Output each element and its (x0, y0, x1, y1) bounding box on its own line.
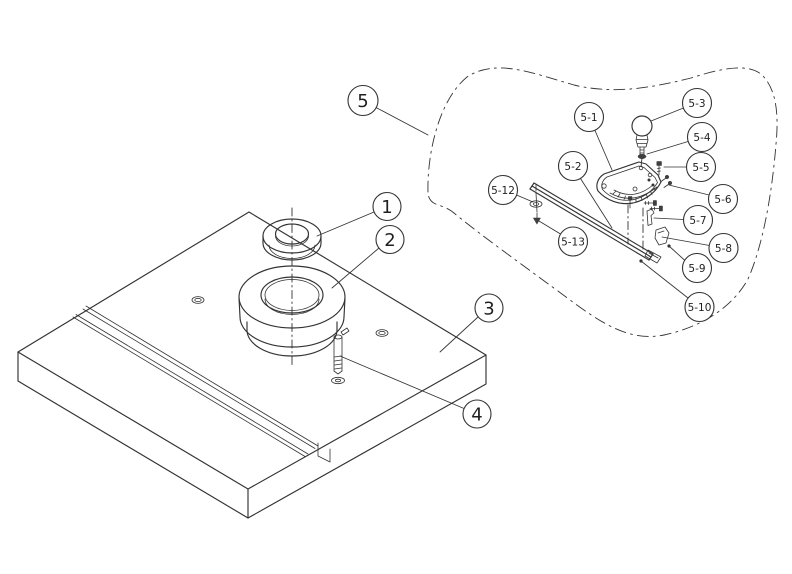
callout-5-5-label: 5-5 (692, 162, 709, 174)
callout-5-3-label: 5-3 (688, 98, 705, 110)
callout-4: 4 (339, 355, 492, 429)
exploded-diagram: 1 2 3 4 5 (17, 67, 778, 519)
lock-knob (631, 115, 653, 157)
callout-5-9-label: 5-9 (688, 263, 705, 275)
callout-2-label: 2 (384, 230, 395, 251)
callout-4-label: 4 (471, 405, 482, 426)
callout-3-label: 3 (483, 299, 494, 320)
miter-slot-groove (72, 305, 331, 463)
table-hole (191, 296, 205, 304)
callout-5-6: 5-6 (668, 183, 739, 215)
knob-axis (640, 157, 643, 168)
callout-5-10-label: 5-10 (688, 302, 712, 314)
bar-washer (529, 200, 543, 208)
callout-5-1: 5-1 (573, 101, 613, 171)
callout-5-4: 5-4 (646, 121, 718, 155)
callouts: 1 2 3 4 5 (316, 84, 739, 429)
pin-washer (331, 376, 345, 385)
bar-end-plate (644, 249, 662, 264)
callout-5-13-label: 5-13 (561, 236, 585, 248)
callout-5-13: 5-13 (538, 220, 589, 257)
callout-5-8-label: 5-8 (715, 243, 732, 255)
callout-5-3: 5-3 (650, 87, 713, 122)
callout-5-4-label: 5-4 (693, 132, 710, 144)
callout-5-12-label: 5-12 (491, 185, 515, 197)
bar-screw (533, 212, 541, 225)
callout-1-label: 1 (381, 197, 392, 218)
callout-5: 5 (347, 84, 429, 136)
table-right-side-face (247, 354, 487, 519)
miter-gauge-assembly (529, 115, 673, 264)
callout-5-7-label: 5-7 (689, 215, 706, 227)
knob-washer (637, 154, 647, 159)
callout-5-9: 5-9 (668, 245, 713, 284)
protractor-arc-outer (609, 186, 658, 199)
callout-5-10: 5-10 (640, 260, 715, 323)
gauge-head (596, 161, 662, 205)
pin-flag (340, 327, 350, 336)
callout-5-2-label: 5-2 (564, 161, 581, 173)
callout-5-12: 5-12 (487, 174, 534, 206)
callout-2: 2 (331, 224, 405, 289)
callout-1: 1 (316, 191, 402, 237)
groove-end-step (317, 442, 331, 463)
callout-3: 3 (439, 293, 504, 353)
table-left-side-face (17, 351, 249, 519)
callout-5-2: 5-2 (557, 150, 613, 229)
pointer (646, 208, 655, 226)
callout-5-label: 5 (357, 91, 368, 112)
callout-5-8: 5-8 (661, 232, 739, 264)
callout-5-7: 5-7 (653, 204, 714, 236)
lock-pin (331, 327, 350, 385)
detail-boundary (427, 67, 778, 337)
set-screw (656, 161, 662, 176)
pivot-hole (632, 186, 638, 192)
miter-bar (529, 182, 654, 261)
callout-5-1-label: 5-1 (580, 112, 597, 124)
head-screws (660, 174, 673, 188)
protractor-arc-inner (613, 184, 654, 195)
table-hole (375, 329, 389, 337)
callout-5-6-label: 5-6 (714, 194, 731, 206)
stop-bracket (654, 226, 670, 246)
callout-5-5: 5-5 (663, 151, 717, 183)
table-top-face (17, 211, 487, 490)
table-part (17, 211, 487, 519)
